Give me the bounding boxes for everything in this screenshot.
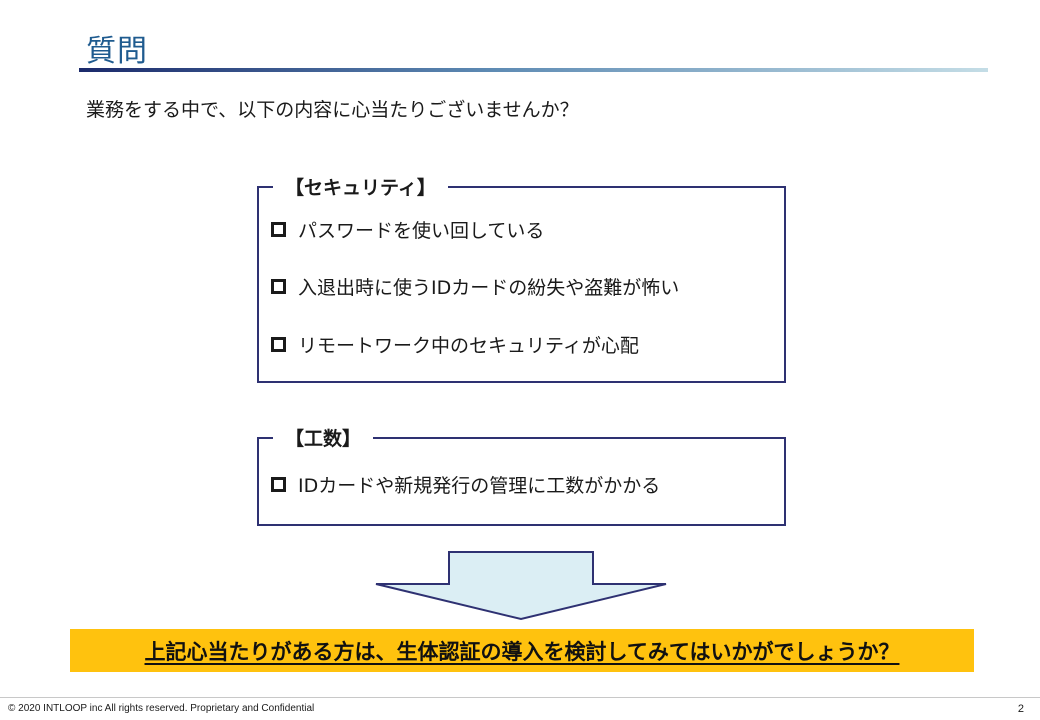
intro-question: 業務をする中で、以下の内容に心当たりございませんか？ [86, 99, 579, 121]
list-item-text: 入退出時に使うIDカードの紛失や盗難が怖い [298, 277, 680, 299]
checkbox-icon [271, 337, 286, 352]
checkbox-icon [271, 222, 286, 237]
effort-section-box: 【工数】 IDカードや新規発行の管理に工数がかかる [257, 424, 786, 526]
down-arrow-shape [375, 551, 667, 621]
conclusion-banner: 上記心当たりがある方は、生体認証の導入を検討してみてはいかがでしょうか？ [70, 629, 974, 672]
page-number: 2 [1017, 703, 1024, 715]
title-underline [79, 68, 988, 72]
list-item: IDカードや新規発行の管理に工数がかかる [271, 471, 660, 498]
slide-title: 質問 [86, 34, 148, 69]
conclusion-text: 上記心当たりがある方は、生体認証の導入を検討してみてはいかがでしょうか？ [144, 639, 900, 664]
security-section-box: 【セキュリティ】 パスワードを使い回している 入退出時に使うIDカードの紛失や盗… [257, 173, 786, 383]
list-item: 入退出時に使うIDカードの紛失や盗難が怖い [271, 273, 679, 300]
list-item-text: パスワードを使い回している [298, 220, 545, 242]
list-item-text: IDカードや新規発行の管理に工数がかかる [298, 475, 661, 497]
down-arrow-icon [375, 551, 667, 621]
list-item-text: リモートワーク中のセキュリティが心配 [298, 335, 639, 357]
list-item: パスワードを使い回している [271, 216, 544, 243]
footer-divider [0, 697, 1040, 698]
copyright-notice: © 2020 INTLOOP inc All rights reserved. … [8, 703, 315, 714]
effort-section-label: 【工数】 [273, 424, 374, 451]
checkbox-icon [271, 279, 286, 294]
security-section-label: 【セキュリティ】 [273, 173, 448, 200]
list-item: リモートワーク中のセキュリティが心配 [271, 331, 639, 358]
checkbox-icon [271, 477, 286, 492]
